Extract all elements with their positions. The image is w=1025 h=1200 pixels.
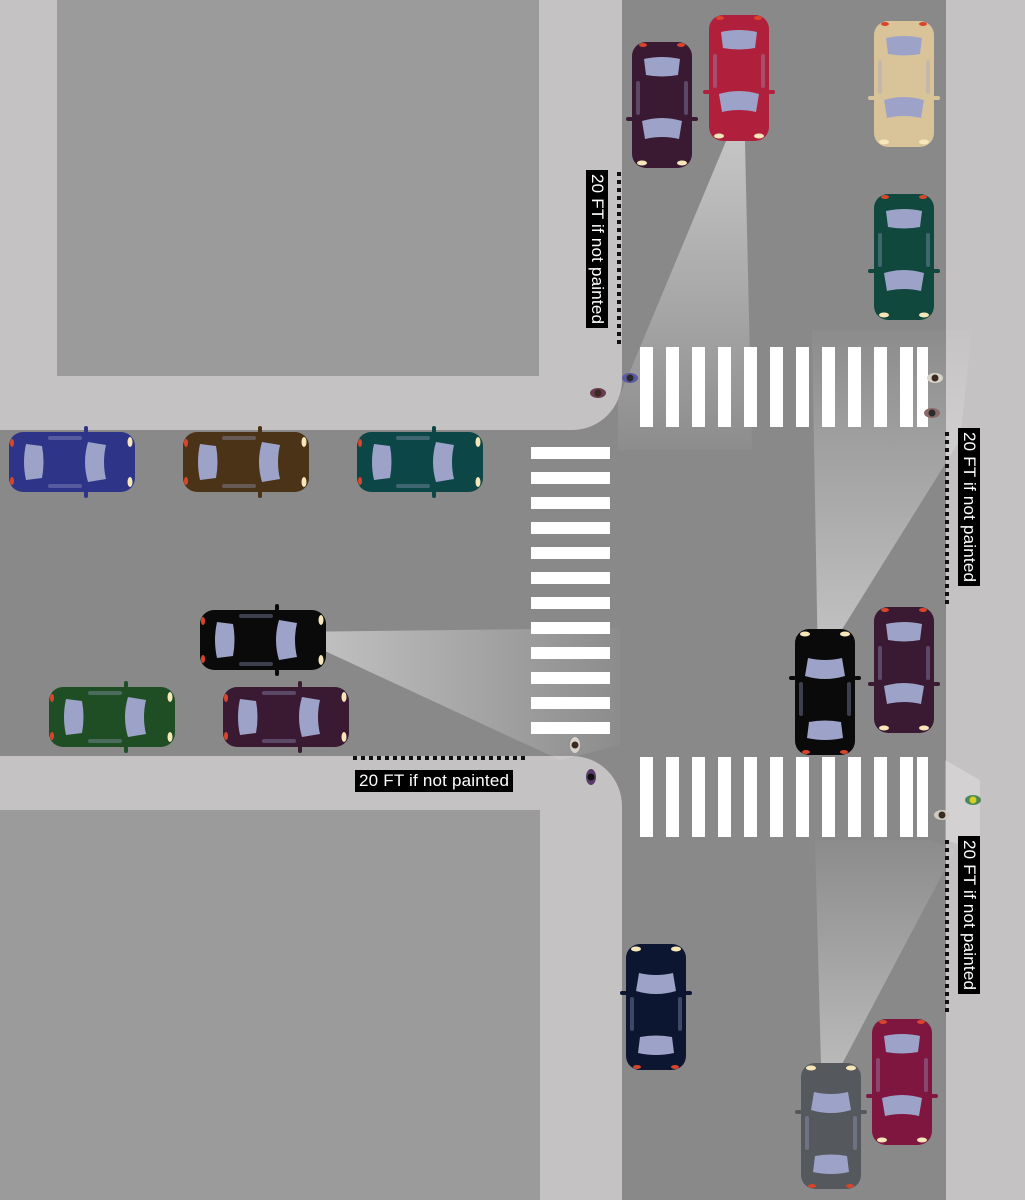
pedestrian [965,795,981,805]
curb-corner-bottom [572,756,622,806]
vehicles [9,15,940,1189]
no-parking-sign-right-upper: 20 FT if not painted [958,428,980,587]
pedestrian [924,408,940,418]
black-car-middle [200,604,326,676]
teal-car-right [868,194,940,320]
pedestrian [586,769,596,785]
curb-corner-top [572,380,622,430]
gray-car-bottom [795,1063,867,1189]
plum-car-right [868,607,940,733]
pedestrian [934,810,950,820]
pedestrian [570,737,580,753]
no-parking-sign-left: 20 FT if not painted [355,770,514,792]
green-car-left [49,681,175,753]
no-parking-sign-top: 20 FT if not painted [586,170,608,329]
pedestrian [927,373,943,383]
plum-car-left [223,681,349,753]
brown-car-left [183,426,309,498]
maroon-car-bottom [866,1019,938,1145]
no-parking-sign-right-lower: 20 FT if not painted [958,836,980,995]
pedestrian [590,388,606,398]
pedestrians [570,373,981,820]
navy-car-bottom [620,944,692,1070]
building-bottom-left [0,810,540,1200]
crosswalk-bottom [640,757,928,837]
teal-car-left [357,426,483,498]
tan-car-top [868,21,940,147]
building-top-left [57,0,539,376]
blue-car-left [9,426,135,498]
plum-car-top [626,42,698,168]
red-car-top [703,15,775,141]
curb-markings [353,172,949,1012]
pedestrian [622,373,638,383]
black-car-right [789,629,861,755]
